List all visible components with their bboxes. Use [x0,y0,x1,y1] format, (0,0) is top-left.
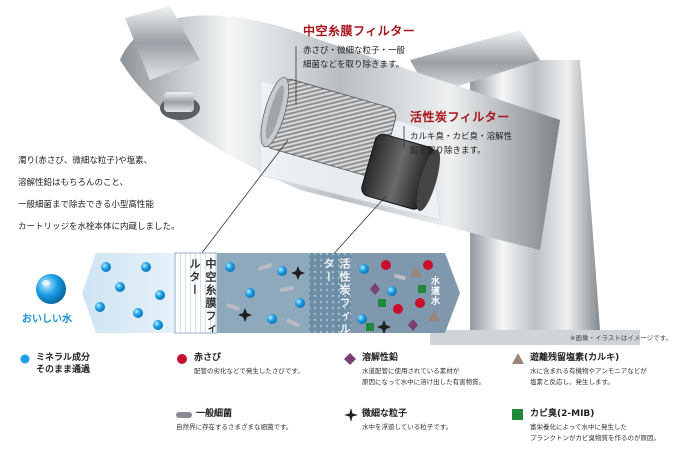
lead-icon [344,353,356,365]
output-label: おいしい水 [22,314,72,325]
bacteria-icon [280,286,294,292]
legend-item-bacteria: 一般細菌 自然界に存在するさまざまな細菌です。 [176,408,336,433]
mineral-icon [155,290,165,300]
water-droplet-icon [36,274,66,304]
legend-desc: 水中を浮遊している粒子です。 [362,423,453,431]
bacteria-icon [286,318,300,328]
chlorine-icon [428,311,440,321]
legend-item-mold: カビ臭(2-MIB) 富栄養化によって水中に発生した プランクトンがカビ臭物質を… [512,408,684,444]
legend-desc-line: 富栄養化によって水中に発生した [530,423,627,431]
particle-icon [291,266,305,280]
mineral-icon [267,314,277,324]
legend-desc: 配管の劣化などで発生したさびです。 [194,367,304,375]
particle-icon [377,320,391,334]
legend-item-lead: 溶解性鉛 水道配管に使用されている素材が 原因になって水中に溶け出した有害物質。 [344,352,508,388]
rust-icon [393,304,403,314]
bacteria-icon [394,273,406,281]
intro-line: カートリッジを水栓本体に内蔵しました。 [18,222,180,232]
desc-line: 赤さび・微細な粒子・一般 [303,46,406,56]
legend-title: 溶解性鉛 [362,353,399,363]
mineral-icon [101,262,111,272]
legend-title: 遊離残留塩素(カルキ) [530,353,620,363]
desc-line: カルキ臭・カビ臭・溶解性 [410,132,513,142]
activated-carbon-desc: カルキ臭・カビ臭・溶解性 鉛を取り除きます。 [410,130,550,158]
legend-title-line: ミネラル成分 [36,353,91,363]
mineral-icon [133,308,143,318]
rust-icon [381,260,391,270]
mineral-icon [277,266,287,276]
bacteria-icon [258,263,272,271]
rust-icon [423,260,433,270]
legend-item-particle: 微細な粒子 水中を浮遊している粒子です。 [344,408,508,433]
mineral-icon [359,264,369,274]
activated-carbon-band-label: 活性炭フィルター [322,258,351,336]
legend-desc-line: 塩素と反応し、発生します。 [530,378,614,386]
filtration-diagram [82,252,460,334]
legend-item-rust: 赤さび 配管の劣化などで発生したさびです。 [176,352,336,377]
mold-icon [512,409,523,420]
legend-desc-line: 水に含まれる有機物やアンモニアなどが [530,367,647,375]
lead-icon [408,319,418,331]
hollow-fiber-desc: 赤さび・微細な粒子・一般 細菌などを取り除きます。 [303,44,443,72]
hollow-fiber-band-label: 中空糸膜フィルター [188,258,217,336]
chlorine-icon [512,353,524,364]
mineral-icon [20,354,30,364]
lead-icon [370,283,380,295]
tap-water-label: 水道水 [429,276,439,306]
legend-title: カビ臭(2-MIB) [530,409,595,419]
activated-carbon-title: 活性炭フィルター [410,110,510,124]
image-note: ※画像・イラストはイメージです。 [570,334,673,342]
mineral-icon [115,282,125,292]
intro-line: 一般細菌まで除去できる小型高性能 [18,200,154,210]
bacteria-icon [226,303,240,311]
intro-line: 溶解性鉛はもちろんのこと、 [18,178,129,188]
desc-line: 鉛を取り除きます。 [410,146,486,156]
legend-item-mineral: ミネラル成分 そのまま通過 [20,352,170,376]
particle-icon [238,308,252,322]
mold-icon [378,299,386,307]
mold-icon [418,285,426,293]
legend-item-chlorine: 遊離残留塩素(カルキ) 水に含まれる有機物やアンモニアなどが 塩素と反応し、発生… [512,352,684,388]
desc-line: 細菌などを取り除きます。 [303,60,405,70]
particle-icon [344,408,358,422]
mineral-icon [153,320,163,330]
legend-desc-line: 水道配管に使用されている素材が [362,367,460,375]
rust-icon [415,298,425,308]
mineral-icon [245,288,255,298]
chlorine-icon [410,267,422,277]
legend-desc-line: プランクトンがカビ臭物質を作るのが原因。 [530,434,660,442]
mineral-icon [387,286,397,296]
intro-text: 濁り(赤さび、微細な粒子)や塩素、 溶解性鉛はもちろんのこと、 一般細菌まで除去… [18,150,238,238]
mineral-icon [295,298,305,308]
legend-title: 微細な粒子 [362,409,408,419]
hollow-fiber-title: 中空糸膜フィルター [303,24,416,38]
intro-line: 濁り(赤さび、微細な粒子)や塩素、 [18,156,153,166]
mineral-icon [141,262,151,272]
legend-desc: 自然界に存在するさまざまな細菌です。 [176,423,293,431]
rust-icon [177,354,187,364]
mineral-icon [225,262,235,272]
bacteria-icon [176,412,192,418]
legend-title-line: そのまま通過 [36,365,91,375]
legend-desc-line: 原因になって水中に溶け出した有害物質。 [362,378,486,386]
legend-title: 赤さび [194,353,222,363]
mold-icon [366,323,374,331]
mineral-icon [95,302,105,312]
legend-title: 一般細菌 [196,409,233,419]
mineral-icon [357,314,367,324]
